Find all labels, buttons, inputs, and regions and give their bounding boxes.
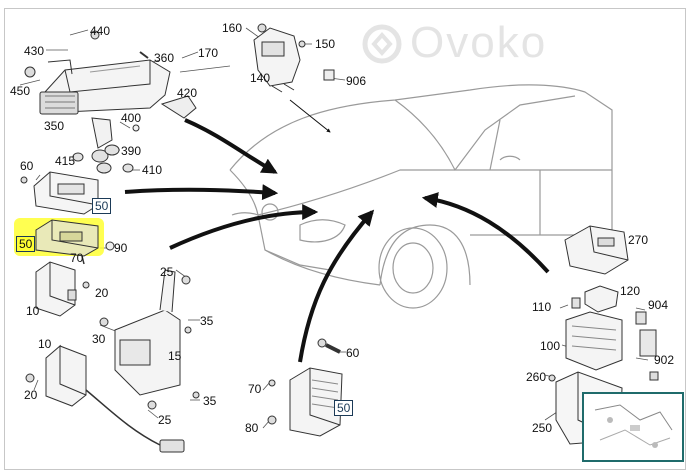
part-number-30: 30 — [92, 332, 106, 346]
part-number-160: 160 — [222, 21, 243, 35]
part-number-410: 410 — [142, 163, 163, 177]
part-number-904: 904 — [648, 298, 669, 312]
part-number-140: 140 — [250, 71, 271, 85]
part-number-15: 15 — [168, 349, 182, 363]
ecu-350 — [39, 59, 171, 115]
part-number-170: 170 — [198, 46, 219, 60]
callout-arrows — [124, 118, 550, 363]
diagram-frame — [4, 8, 686, 470]
part-number-50-highlighted: 50 — [16, 236, 36, 252]
part-number-120: 120 — [620, 284, 641, 298]
part-number-20-lower: 20 — [24, 388, 38, 402]
module-50-highlighted — [35, 219, 115, 265]
part-number-270: 270 — [628, 233, 649, 247]
part-number-440: 440 — [90, 24, 111, 38]
ecu-50-lower — [267, 338, 343, 437]
part-number-90: 90 — [114, 241, 128, 255]
part-number-60-lower: 60 — [346, 346, 360, 360]
module-50-upper — [20, 171, 99, 215]
part-number-390: 390 — [121, 144, 142, 158]
part-number-906: 906 — [346, 74, 367, 88]
part-number-100: 100 — [540, 339, 561, 353]
thin-arrow — [289, 99, 331, 133]
part-number-60-upper: 60 — [20, 159, 34, 173]
part-number-260: 260 — [526, 370, 547, 384]
watermark-logo-icon — [362, 24, 402, 64]
part-number-350: 350 — [44, 119, 65, 133]
module-140 — [253, 23, 335, 93]
part-number-10-lower: 10 — [38, 337, 52, 351]
module-10-lower — [25, 345, 185, 453]
part-number-415: 415 — [55, 154, 76, 168]
part-number-25-lower: 25 — [158, 413, 172, 427]
vehicle-outline — [229, 84, 613, 309]
bracket-15 — [99, 269, 200, 410]
part-number-80: 80 — [245, 421, 259, 435]
bracket-420 — [160, 95, 197, 119]
part-number-150: 150 — [315, 37, 336, 51]
part-number-25-upper: 25 — [160, 265, 174, 279]
part-number-430: 430 — [24, 44, 45, 58]
watermark-text: Ovoko — [410, 18, 548, 67]
relay-120 — [571, 285, 647, 325]
holder-400 — [72, 117, 140, 174]
part-number-50-lower: 50 — [334, 400, 354, 416]
overview-thumbnail — [582, 392, 684, 462]
module-10-upper — [35, 261, 90, 317]
part-number-250: 250 — [532, 421, 553, 435]
part-number-70-lower: 70 — [248, 382, 262, 396]
part-number-35-upper: 35 — [200, 314, 214, 328]
part-number-902: 902 — [654, 353, 675, 367]
fusebox-270 — [564, 225, 629, 275]
bracket-430 — [24, 30, 149, 78]
part-number-360: 360 — [154, 51, 175, 65]
part-number-110: 110 — [532, 300, 552, 314]
part-number-70-upper: 70 — [70, 251, 84, 265]
fusebox-100 — [565, 311, 659, 381]
part-number-420: 420 — [177, 86, 198, 100]
part-number-450: 450 — [10, 84, 31, 98]
part-number-400: 400 — [121, 111, 142, 125]
part-number-50-upper: 50 — [92, 198, 112, 214]
part-number-20-upper: 20 — [95, 286, 109, 300]
part-number-35-lower: 35 — [203, 394, 217, 408]
part-number-10-upper: 10 — [26, 304, 40, 318]
